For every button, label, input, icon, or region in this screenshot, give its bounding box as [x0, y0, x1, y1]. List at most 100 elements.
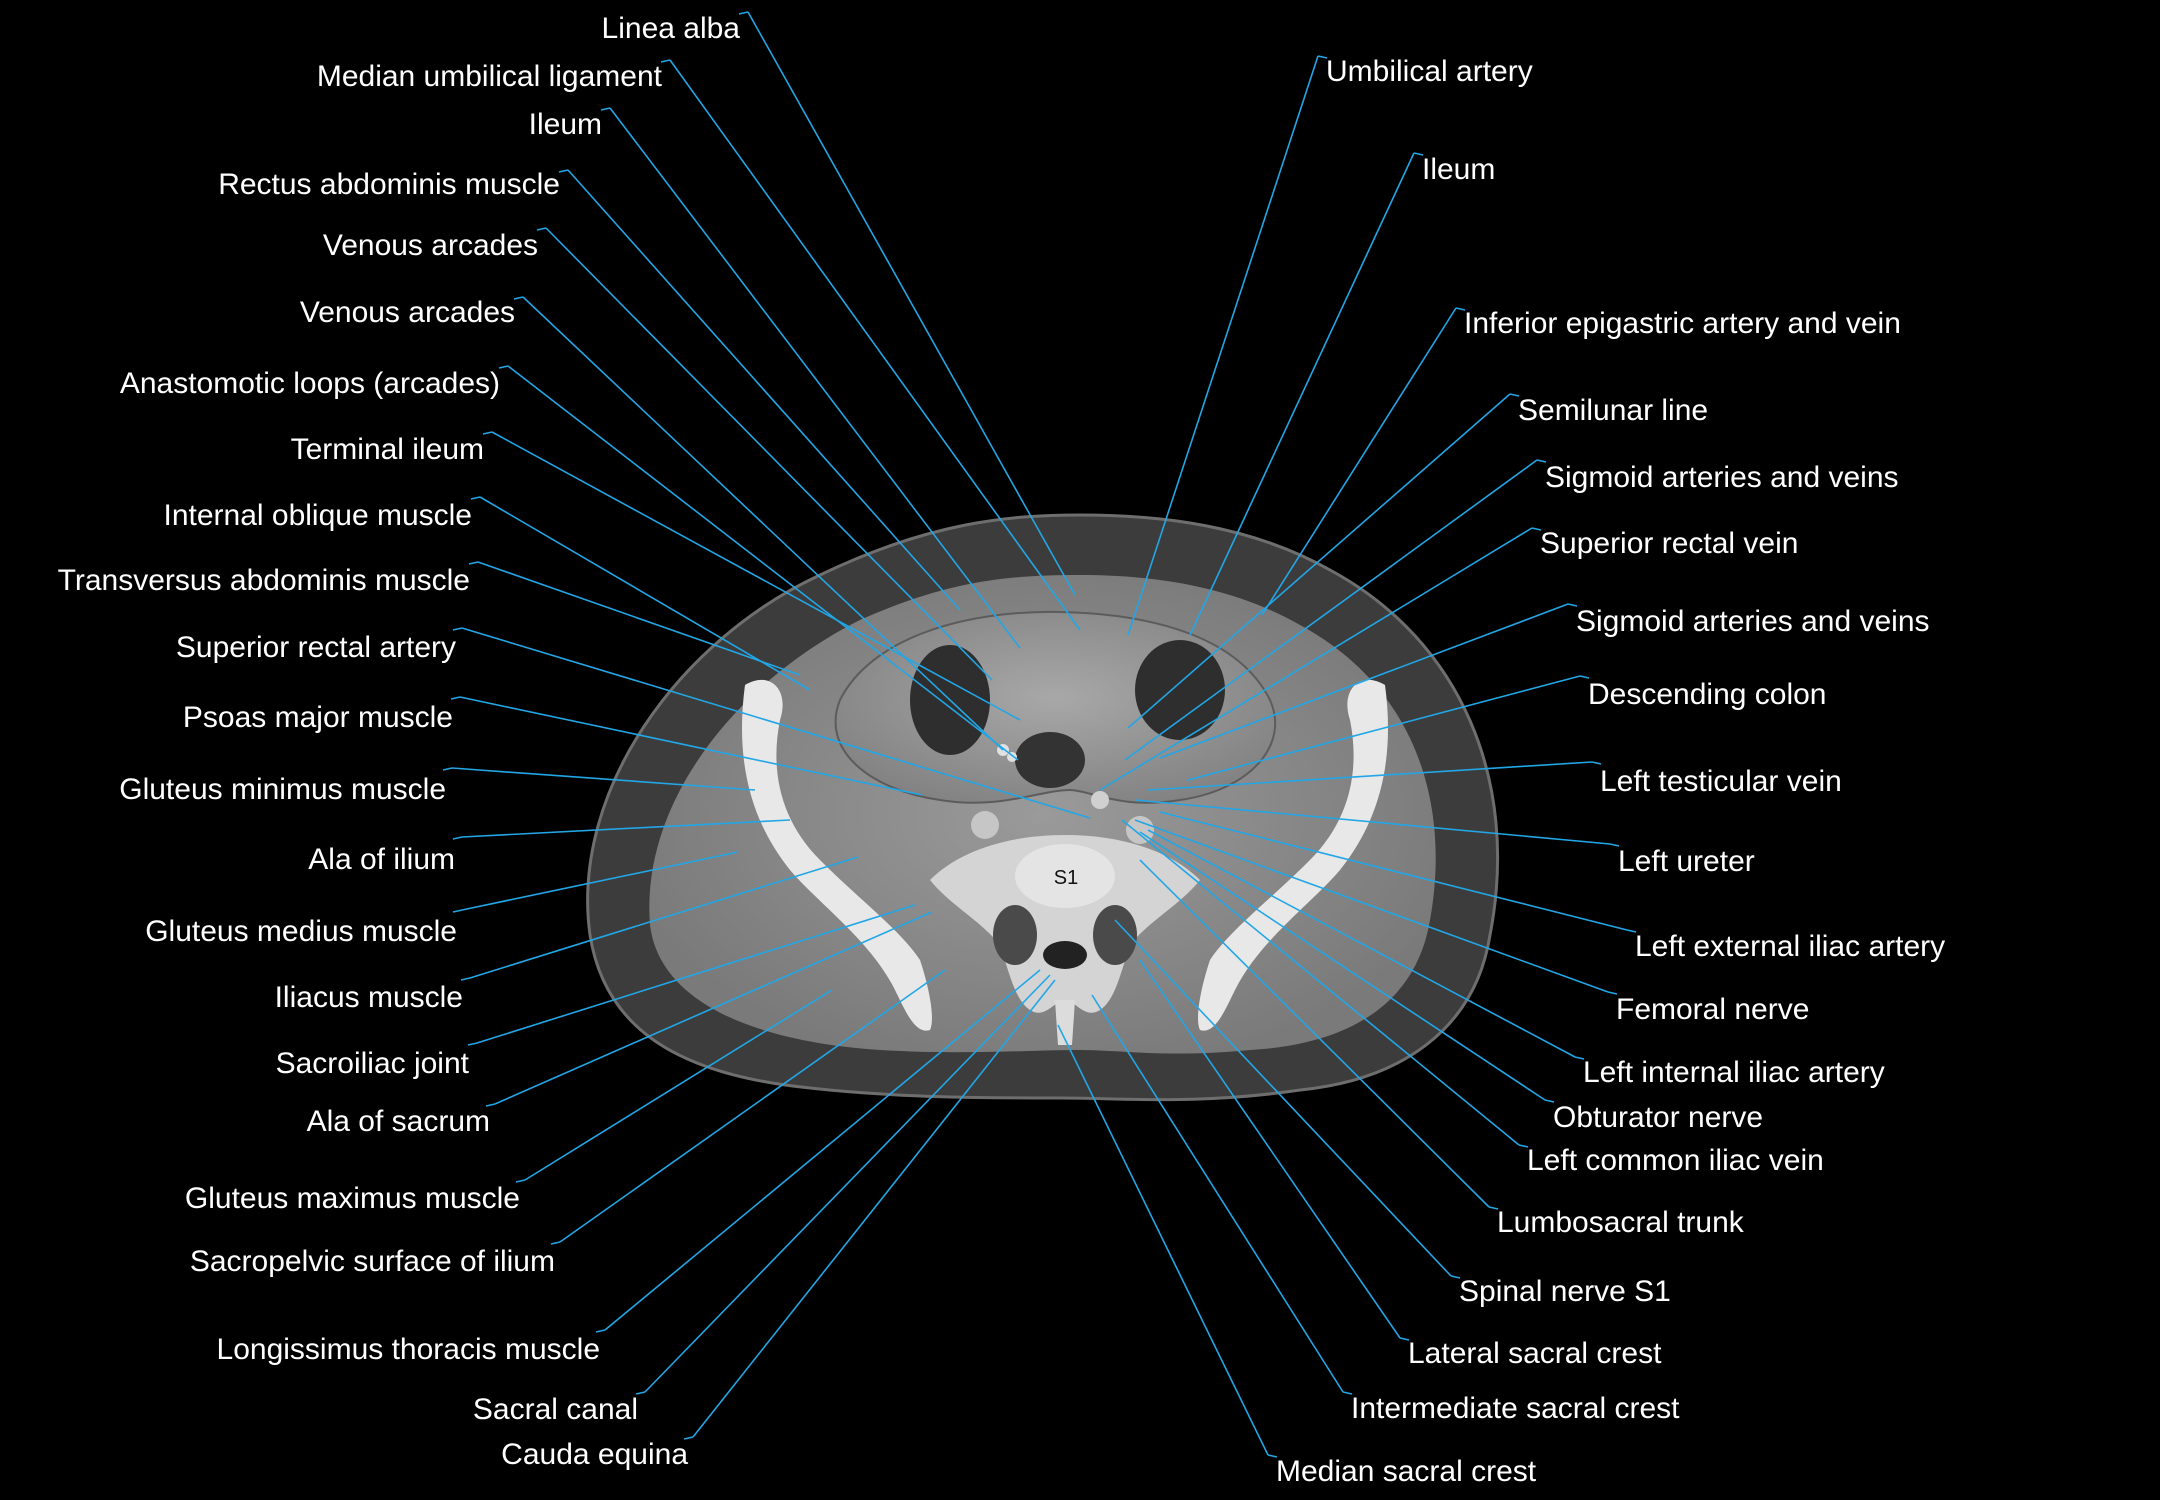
leader-tick-right-16 [1450, 1275, 1461, 1279]
leader-line-right-9 [1134, 799, 1611, 845]
label-left-19: Sacropelvic surface of ilium [190, 1245, 555, 1278]
leader-line-right-15 [1139, 859, 1490, 1208]
label-right-17: Lateral sacral crest [1408, 1337, 1662, 1370]
label-right-1: Ileum [1422, 153, 1495, 186]
leader-line-right-19 [1057, 1024, 1269, 1456]
label-left-6: Anastomotic loops (arcades) [120, 367, 500, 400]
label-left-7: Terminal ileum [291, 433, 484, 466]
leader-line-left-18 [524, 989, 833, 1181]
leader-tick-right-15 [1488, 1206, 1499, 1210]
leader-line-right-7 [1187, 675, 1581, 781]
leader-tick-left-15 [460, 977, 471, 981]
leader-tick-left-21 [635, 1391, 646, 1395]
label-right-14: Left common iliac vein [1527, 1144, 1824, 1177]
leader-line-right-18 [1091, 994, 1344, 1393]
label-left-13: Ala of ilium [308, 843, 455, 876]
leader-line-left-10 [461, 627, 1091, 819]
label-left-3: Rectus abdominis muscle [218, 168, 560, 201]
left-labels: Linea alba Median umbilical ligament Ile… [58, 12, 741, 1471]
leader-tick-right-2 [1455, 307, 1466, 311]
leader-tick-left-7 [482, 431, 493, 435]
leader-tick-left-13 [452, 836, 463, 840]
label-left-0: Linea alba [602, 12, 741, 45]
leader-line-left-5 [522, 296, 1004, 751]
leader-line-right-5 [1099, 527, 1533, 791]
label-left-2: Ileum [529, 108, 602, 141]
label-left-12: Gluteus minimus muscle [119, 773, 446, 806]
sacral-canal [1043, 941, 1087, 969]
leader-tick-left-4 [536, 227, 547, 231]
leader-line-left-3 [567, 169, 961, 611]
label-right-12: Left internal iliac artery [1583, 1056, 1885, 1089]
leader-tick-left-6 [498, 365, 509, 369]
leader-line-left-1 [669, 59, 1081, 631]
leader-tick-left-20 [595, 1329, 606, 1333]
leader-line-right-4 [1124, 459, 1538, 761]
leader-tick-left-11 [450, 696, 461, 700]
leader-tick-left-5 [513, 296, 524, 300]
leader-tick-left-19 [550, 1241, 561, 1245]
leader-tick-right-12 [1574, 1056, 1585, 1060]
label-left-21: Sacral canal [473, 1393, 638, 1426]
leader-line-left-6 [507, 365, 1019, 761]
leader-tick-left-10 [452, 627, 463, 631]
leader-tick-left-2 [600, 107, 611, 111]
leader-tick-left-3 [558, 169, 569, 173]
leader-tick-right-5 [1531, 527, 1542, 531]
label-right-10: Left external iliac artery [1635, 930, 1945, 963]
s1-vertebral-body [1015, 844, 1115, 908]
leader-line-left-22 [692, 979, 1056, 1438]
label-right-0: Umbilical artery [1326, 55, 1533, 88]
leader-tick-right-17 [1399, 1337, 1410, 1341]
label-right-3: Semilunar line [1518, 394, 1708, 427]
label-right-2: Inferior epigastric artery and vein [1464, 307, 1901, 340]
leader-tick-right-8 [1591, 761, 1602, 765]
leader-line-left-7 [491, 431, 1021, 721]
label-right-9: Left ureter [1618, 845, 1755, 878]
leader-line-left-15 [469, 856, 859, 979]
label-left-20: Longissimus thoracis muscle [217, 1333, 600, 1366]
label-right-8: Left testicular vein [1600, 765, 1842, 798]
leader-tick-left-17 [485, 1103, 496, 1107]
label-left-15: Iliacus muscle [275, 981, 463, 1014]
leader-line-right-17 [1139, 959, 1401, 1339]
leader-tick-left-0 [738, 11, 749, 15]
leader-line-left-14 [461, 851, 739, 911]
leader-line-left-8 [479, 496, 811, 691]
leader-line-left-9 [477, 561, 801, 676]
leader-line-right-16 [1114, 919, 1452, 1277]
leader-lines [442, 11, 1637, 1458]
leader-line-right-8 [1147, 761, 1593, 791]
leader-line-right-2 [1261, 307, 1457, 616]
left-iliac-wing [742, 679, 932, 1031]
label-left-4: Venous arcades [323, 229, 538, 262]
leader-line-left-17 [494, 911, 933, 1105]
label-left-8: Internal oblique muscle [163, 499, 472, 532]
leader-line-left-0 [747, 11, 1076, 596]
label-left-5: Venous arcades [300, 296, 515, 329]
ct-slice-image: S1 [586, 513, 1500, 1102]
leader-line-left-21 [644, 974, 1051, 1393]
leader-tick-right-0 [1317, 55, 1328, 59]
leader-tick-right-3 [1509, 393, 1520, 397]
label-right-13: Obturator nerve [1553, 1101, 1763, 1134]
leader-tick-left-14 [452, 909, 463, 913]
leader-tick-left-9 [468, 561, 479, 565]
label-left-14: Gluteus medius muscle [145, 915, 457, 948]
leader-tick-right-19 [1267, 1454, 1278, 1458]
label-right-16: Spinal nerve S1 [1459, 1275, 1671, 1308]
leader-tick-right-9 [1609, 843, 1620, 847]
leader-line-left-20 [604, 969, 1041, 1331]
sacrum [930, 835, 1200, 1013]
leader-line-left-2 [609, 107, 1021, 649]
label-left-1: Median umbilical ligament [317, 60, 663, 93]
leader-tick-left-18 [515, 1179, 526, 1183]
label-left-9: Transversus abdominis muscle [58, 564, 470, 597]
label-left-11: Psoas major muscle [183, 701, 453, 734]
leader-tick-right-18 [1342, 1391, 1353, 1395]
leader-line-left-16 [476, 904, 916, 1044]
right-iliac-wing [1198, 679, 1388, 1031]
label-left-17: Ala of sacrum [307, 1105, 490, 1138]
label-right-11: Femoral nerve [1616, 993, 1809, 1026]
